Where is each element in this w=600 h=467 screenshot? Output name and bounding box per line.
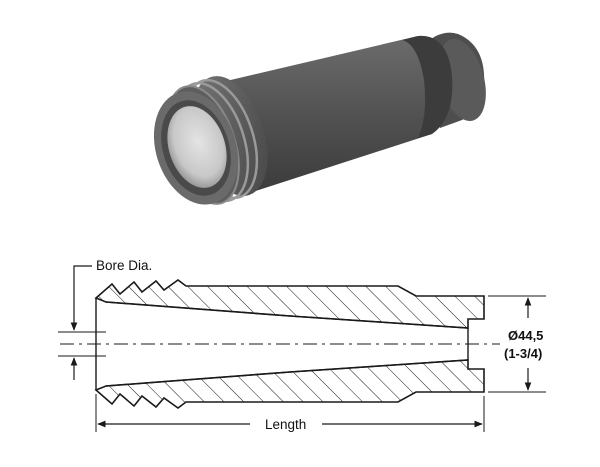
bore-taper-lower xyxy=(105,359,469,387)
nozzle-barrel xyxy=(212,35,453,197)
bore-diameter-dimension: Bore Dia. xyxy=(58,258,152,380)
outer-diameter-dimension: Ø44,5 (1-3/4) xyxy=(488,295,546,393)
length-label: Length xyxy=(265,417,306,432)
bore-taper-upper xyxy=(105,301,469,329)
section-upper-wall xyxy=(94,279,485,329)
outer-diameter-in-label: (1-3/4) xyxy=(504,346,542,361)
bore-diameter-label: Bore Dia. xyxy=(96,258,152,273)
nozzle-3d-render-icon xyxy=(153,32,486,205)
cross-section-drawing xyxy=(60,279,500,409)
outer-diameter-mm-label: Ø44,5 xyxy=(508,328,543,343)
nozzle-front-face xyxy=(153,91,239,205)
length-dimension: Length xyxy=(95,394,485,432)
section-lower-wall xyxy=(94,359,485,409)
nozzle-bore-opening xyxy=(167,106,227,188)
nozzle-shoulder xyxy=(402,35,453,139)
